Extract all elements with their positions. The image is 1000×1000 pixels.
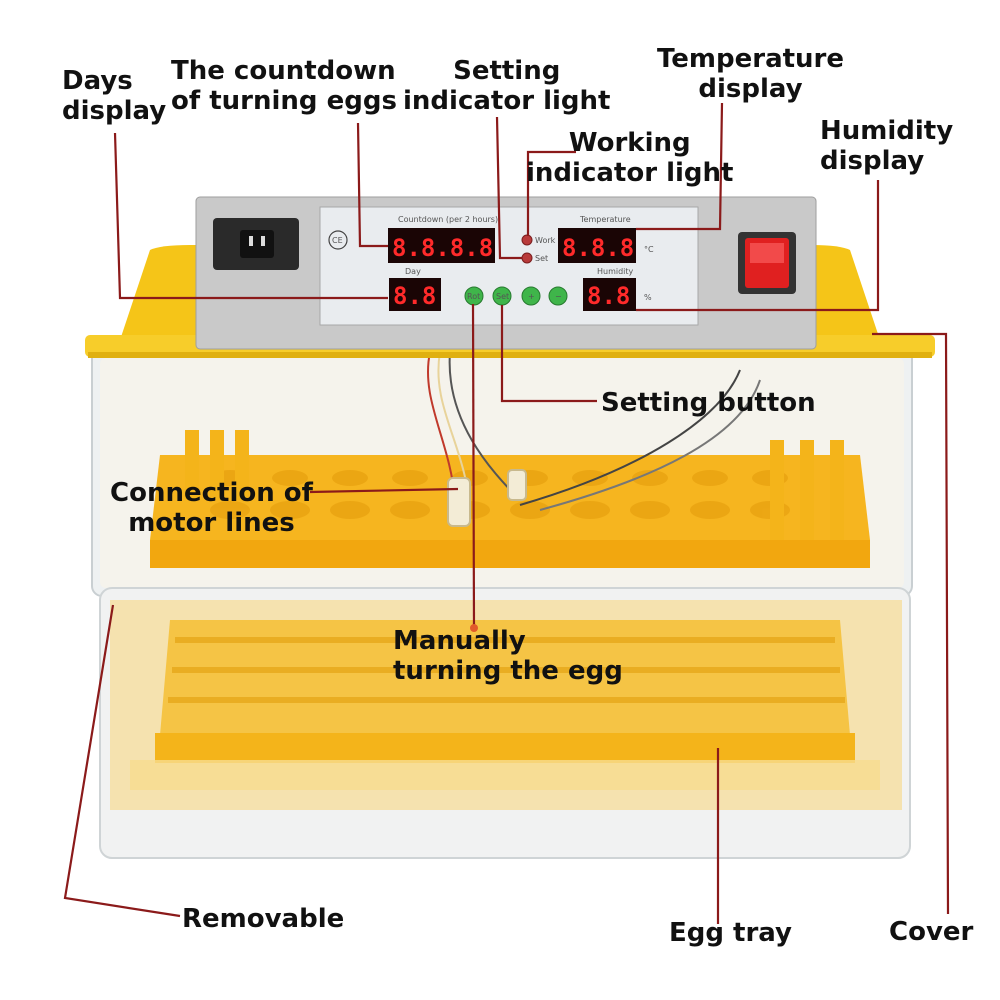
label-setting-button: Setting button <box>601 388 816 418</box>
leader-days <box>113 132 388 300</box>
label-egg-tray: Egg tray <box>669 918 792 948</box>
leader-removable <box>63 604 181 918</box>
label-humidity-display: Humidity display <box>820 116 954 176</box>
humidity-display <box>583 278 636 311</box>
manual-turn-knob[interactable] <box>470 624 478 632</box>
humidity-caption: Humidity <box>597 267 634 276</box>
label-removable: Removable <box>182 904 345 934</box>
countdown-digits: 8.8.8.8 <box>392 234 493 262</box>
leader-temperature <box>636 102 724 231</box>
minus-button-label: − <box>555 292 562 301</box>
control-panel <box>195 196 817 350</box>
leader-motor-lines <box>309 487 459 494</box>
work-label: Work <box>535 236 556 245</box>
temperature-digits: 8.8.8 <box>562 234 634 262</box>
label-manual-turning: Manually turning the egg <box>393 626 623 686</box>
set-indicator-light <box>521 252 533 264</box>
day-digits: 8.8 <box>393 282 436 310</box>
leader-manual-turning <box>471 303 476 629</box>
minus-button[interactable] <box>548 286 568 306</box>
label-temperature-display: Temperature display <box>657 44 845 104</box>
label-cover: Cover <box>889 917 974 947</box>
leader-lines <box>63 102 950 924</box>
humidity-digits: 8.8 <box>587 282 630 310</box>
work-indicator-light <box>521 234 533 246</box>
label-working-light: Working indicator light <box>526 128 734 188</box>
rot-button-label: Rot <box>467 292 480 301</box>
plus-button-label: + <box>528 292 535 301</box>
leader-countdown <box>356 122 388 248</box>
label-countdown: The countdown of turning eggs <box>171 56 397 116</box>
leader-setting-button <box>500 305 597 403</box>
countdown-caption: Countdown (per 2 hours) <box>398 215 498 224</box>
humidity-unit: % <box>644 293 652 302</box>
label-motor-lines: Connection of motor lines <box>110 478 313 538</box>
leader-working-light <box>526 150 576 236</box>
label-days-display: Days display <box>62 66 167 126</box>
day-display <box>389 278 441 311</box>
lower-egg-tray <box>130 620 880 790</box>
day-caption: Day <box>405 267 421 276</box>
label-setting-light: Setting indicator light <box>403 56 611 116</box>
set-button-label: Set <box>496 292 509 301</box>
temperature-caption: Temperature <box>579 215 631 224</box>
temp-unit: °C <box>644 245 654 254</box>
countdown-display <box>388 228 495 263</box>
plus-button[interactable] <box>521 286 541 306</box>
temperature-display <box>558 228 636 263</box>
set-label: Set <box>535 254 548 263</box>
leader-setting-light <box>495 116 522 260</box>
ce-mark <box>328 230 348 250</box>
ce-label: CE <box>332 236 343 245</box>
leader-humidity <box>636 180 880 312</box>
leader-cover <box>872 332 950 915</box>
power-switch[interactable] <box>738 232 796 294</box>
